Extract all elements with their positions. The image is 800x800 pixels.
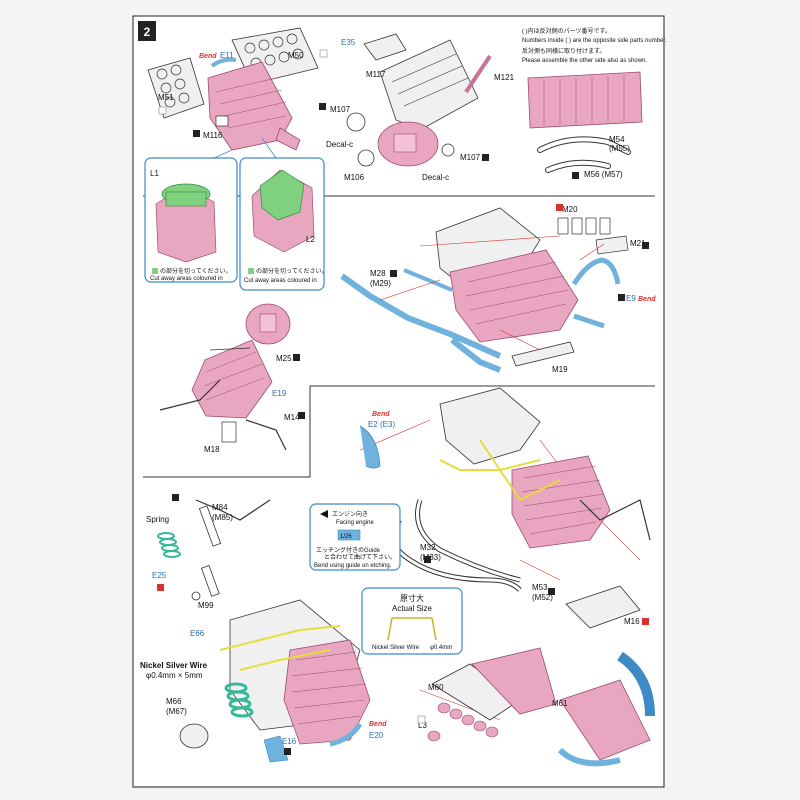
label-m61: M61: [552, 699, 568, 708]
label-m53: M53: [532, 583, 548, 592]
label-decal-c-left: Decal-c: [326, 140, 353, 149]
cut-note-jp-l1: の部分を切ってください。: [160, 267, 232, 275]
spring-on-damper: [224, 682, 254, 718]
label-m19: M19: [552, 365, 568, 374]
label-m28: M28: [370, 269, 386, 278]
bend-label-e20: Bend: [369, 721, 387, 728]
label-m121: M121: [494, 73, 515, 82]
assembly-guide-lines: [359, 235, 641, 721]
guide-text-en: Bend using guide on etching.: [314, 563, 392, 569]
rear-assembly: [359, 387, 651, 629]
label-l3: L3: [418, 721, 427, 730]
label-m84: M84: [212, 503, 228, 512]
guide-box: エンジン向き Facing engine 1/26 エッチング付きのGuide …: [309, 503, 401, 571]
bend-label-e2: Bend: [372, 411, 390, 418]
note-line-1: ( )内は反対側のパーツ番号です。: [522, 27, 611, 35]
guide-text-jp: エッチング付きのGuide: [316, 546, 381, 554]
actual-size-wire: Nickel Silver Wire: [372, 645, 420, 651]
label-m106: M106: [344, 173, 365, 182]
note-line-2: Numbers inside ( ) are the opposite side…: [522, 38, 667, 44]
part-e11-bend: [210, 57, 237, 68]
part-m116: [215, 115, 229, 127]
label-m54: M54: [609, 135, 625, 144]
actual-size-jp: 原寸大: [400, 593, 424, 603]
cut-note-en-l2: Cut away areas coloured in: [244, 278, 317, 284]
label-m67: (M67): [166, 707, 187, 716]
label-e66: E66: [190, 629, 205, 638]
label-e16: E16: [282, 737, 297, 746]
label-e2-e3: E2 (E3): [368, 420, 395, 429]
engine-block-pink: [207, 61, 301, 151]
engine-assembly-top: [346, 33, 492, 167]
spring-part: [157, 532, 181, 558]
suspension-assembly: [157, 499, 371, 763]
notes-block: ( )内は反対側のパーツ番号です。 Numbers inside ( ) are…: [522, 27, 667, 64]
label-m56-m57: M56 (M57): [584, 170, 623, 179]
label-m14: M14: [284, 413, 300, 422]
note-line-4: Please assemble the other side also as s…: [522, 58, 647, 64]
part-m21: [595, 235, 629, 255]
actual-size-box: 原寸大 Actual Size Nickel Silver Wire φ0.4m…: [361, 587, 463, 655]
label-e9: E9: [626, 294, 636, 303]
detail-box-l2: の部分を切ってください。 Cut away areas coloured in: [239, 157, 328, 291]
label-m25: M25: [276, 354, 292, 363]
detail-leader-l2: [261, 137, 277, 159]
engine-side-view: [527, 71, 643, 173]
guide-text-jp-2: と合わせて曲げて下さい。: [324, 553, 396, 561]
label-l2: L2: [306, 235, 315, 244]
actual-size-diameter: φ0.4mm: [430, 645, 452, 651]
label-m99: M99: [198, 601, 214, 610]
intake-manifold-m51: [147, 57, 205, 119]
label-m116: M116: [203, 131, 223, 140]
step-badge: 2: [138, 21, 156, 41]
label-decal-c-right: Decal-c: [422, 173, 449, 182]
parts-m20: [557, 217, 611, 235]
label-m107-left: M107: [330, 105, 351, 114]
label-m21: M21: [630, 239, 646, 248]
label-m52: (M52): [532, 593, 553, 602]
guide-etch-number: 1/26: [340, 534, 352, 540]
label-m55: (M55): [609, 144, 630, 153]
label-m117: M117: [366, 70, 386, 79]
label-l1: L1: [150, 169, 159, 178]
label-m29: (M29): [370, 279, 391, 288]
label-spring: Spring: [146, 515, 169, 524]
label-m32: M32: [420, 543, 436, 552]
label-m107-right: M107: [460, 153, 481, 162]
wire-note-title: Nickel Silver Wire: [140, 661, 208, 670]
engine-frame-assembly: [340, 207, 621, 373]
guide-facing-en: Facing engine: [336, 520, 374, 526]
label-e11: E11: [220, 51, 234, 60]
cut-note-jp-l2: の部分を切ってください。: [256, 267, 328, 275]
cut-note-en-l1: Cut away areas coloured in: [150, 276, 223, 282]
label-e25: E25: [152, 571, 167, 580]
label-m18: M18: [204, 445, 220, 454]
label-m20: M20: [562, 205, 578, 214]
label-e35: E35: [341, 38, 356, 47]
label-m16: M16: [624, 617, 640, 626]
wire-note-spec: φ0.4mm × 5mm: [146, 671, 203, 680]
actual-size-en: Actual Size: [392, 604, 433, 613]
label-e20: E20: [369, 731, 384, 740]
part-number-badges: [157, 49, 649, 755]
label-m50: M50: [288, 51, 304, 60]
gearbox-left: [159, 303, 291, 451]
detail-leader-l1: [213, 149, 233, 159]
label-e19: E19: [272, 389, 287, 398]
bend-label-e9: Bend: [638, 296, 656, 303]
label-m51: M51: [158, 93, 174, 102]
bend-label: Bend: [199, 53, 217, 60]
guide-facing-jp: エンジン向き: [332, 510, 368, 518]
wire-shape: [387, 617, 437, 641]
label-m85: (M85): [212, 513, 233, 522]
step-number: 2: [144, 25, 151, 39]
detail-box-l1: の部分を切ってください。 Cut away areas coloured in: [144, 157, 238, 283]
airbox-assembly: [427, 647, 655, 767]
label-m66: M66: [166, 697, 182, 706]
label-m60: M60: [428, 683, 444, 692]
note-line-3: 反対側も同様に取り付けます。: [522, 47, 605, 55]
